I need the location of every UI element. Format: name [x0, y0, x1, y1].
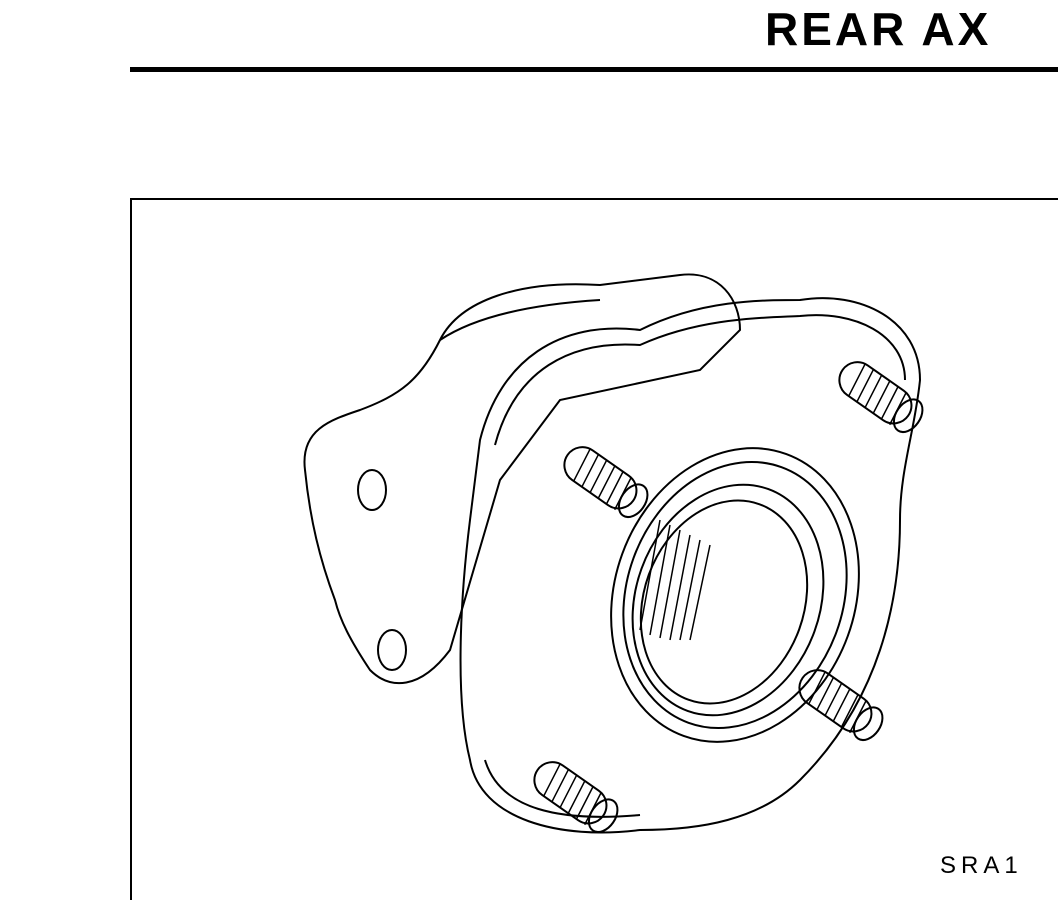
figure-frame — [130, 198, 1058, 900]
wheel-stud — [798, 669, 884, 742]
wheel-stud — [838, 361, 924, 434]
wheel-stud — [533, 761, 619, 834]
section-title: REAR AX — [765, 3, 992, 55]
bearing-inner-ring — [631, 483, 825, 717]
hub-mount-body — [303, 273, 742, 684]
splines — [639, 519, 711, 641]
mount-hole — [357, 469, 387, 511]
wheel-stud — [563, 446, 649, 519]
header-rule — [130, 67, 1058, 72]
figure-code: SRA1 — [940, 852, 1023, 879]
wheel-flange — [459, 297, 922, 834]
bearing-outer-ring — [610, 447, 860, 743]
mount-hole — [377, 629, 407, 671]
